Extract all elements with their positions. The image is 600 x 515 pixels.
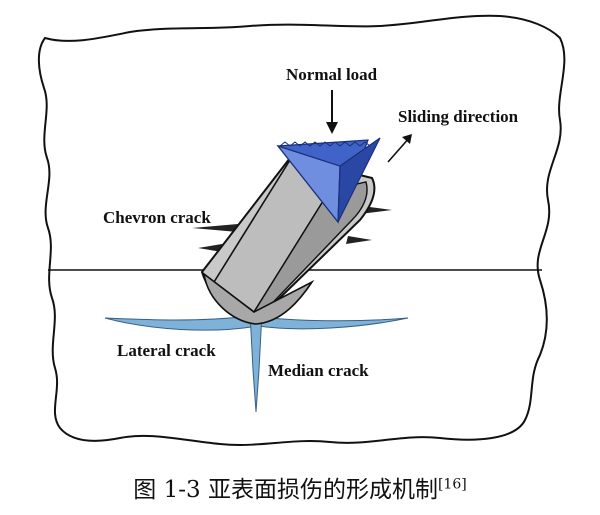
lateral-crack-label: Lateral crack xyxy=(117,341,216,360)
chevron-crack-right-2 xyxy=(346,236,372,244)
indenter-head-serration xyxy=(279,141,371,147)
sliding-direction-arrow xyxy=(387,134,412,163)
indenter-head-right xyxy=(337,137,381,223)
normal-load-label: Normal load xyxy=(286,65,378,84)
chevron-crack-left-2 xyxy=(198,244,222,252)
subsurface-damage-diagram: Normal load Sliding direction Chevron cr… xyxy=(37,14,566,446)
figure-caption-text: 图 1-3 亚表面损伤的形成机制 xyxy=(133,477,438,503)
chevron-crack-left-1 xyxy=(192,224,238,232)
normal-load-arrow xyxy=(326,90,338,134)
indenter-tip xyxy=(202,272,313,325)
figure-caption: 图 1-3 亚表面损伤的形成机制[16] xyxy=(0,470,600,504)
chevron-crack-label: Chevron crack xyxy=(103,208,211,227)
figure-caption-reference: [16] xyxy=(437,476,467,493)
median-crack-label: Median crack xyxy=(268,361,369,380)
sliding-direction-label: Sliding direction xyxy=(398,107,519,126)
